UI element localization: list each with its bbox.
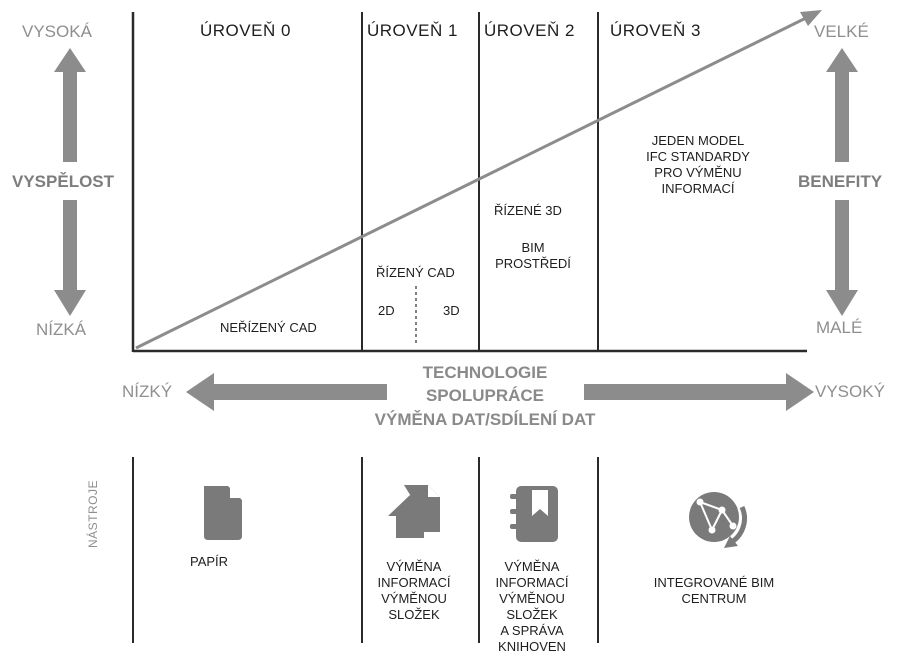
level-1-2d-label: 2D [378,303,395,318]
main-axes [131,12,807,353]
level-1-header: ÚROVEŇ 1 [367,21,458,40]
technology-arrow [186,373,814,411]
maturity-high-label: VYSOKÁ [22,22,92,41]
tools-label: NÁSTROJE [86,479,100,548]
library-book-icon [510,486,558,542]
benefits-high-label: VELKÉ [814,22,869,41]
folder-upload-icon [388,485,440,538]
benefits-title: BENEFITY [798,172,883,191]
tool-library-text: VÝMĚNA INFORMACÍ VÝMĚNOU SLOŽEK A SPRÁVA… [495,559,569,654]
technology-low-label: NÍZKÝ [122,382,173,401]
level-1-3d-label: 3D [443,303,460,318]
technology-high-label: VYSOKÝ [815,382,885,401]
benefits-low-label: MALÉ [816,318,863,337]
level-2-description-b: BIM PROSTŘEDÍ [495,240,571,271]
level-3-description: JEDEN MODEL IFC STANDARDY PRO VÝMĚNU INF… [646,133,750,196]
level-2-header: ÚROVEŇ 2 [484,21,575,40]
level-1-description: ŘÍZENÝ CAD [376,265,455,280]
technology-title: TECHNOLOGIE [422,363,548,382]
collaboration-title: SPOLUPRÁCE [425,386,545,405]
tools-dividers [132,457,599,643]
benefits-arrow [826,48,858,316]
level-0-description: NEŘÍZENÝ CAD [220,320,317,335]
growth-diagonal [135,10,822,350]
document-icon [204,486,242,540]
data-exchange-title: VÝMĚNA DAT/SDÍLENÍ DAT [374,410,596,429]
maturity-title: VYSPĚLOST [12,172,115,191]
tool-bim-centrum-text: INTEGROVANÉ BIM CENTRUM [653,575,775,606]
level-dividers [361,12,599,351]
maturity-low-label: NÍZKÁ [36,320,87,339]
tool-folder-exchange-text: VÝMĚNA INFORMACÍ VÝMĚNOU SLOŽEK [377,559,451,622]
level-0-header: ÚROVEŇ 0 [200,21,291,40]
level-2-description-a: ŘÍZENÉ 3D [494,203,562,218]
level-3-header: ÚROVEŇ 3 [610,21,701,40]
network-globe-icon [689,492,747,548]
maturity-arrow [54,48,86,316]
tool-paper-text: PAPÍR [190,554,229,569]
